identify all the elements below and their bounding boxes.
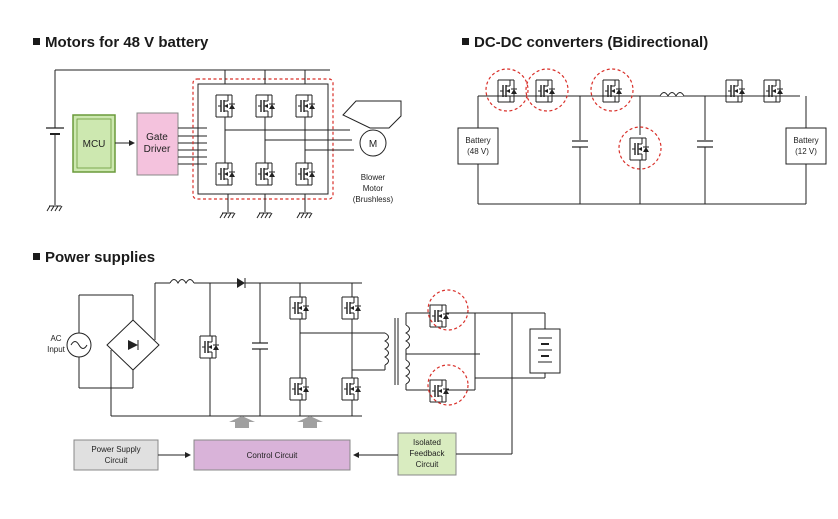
svg-text:Motors for 48 V battery: Motors for 48 V battery xyxy=(45,34,209,51)
svg-text:Circuit: Circuit xyxy=(105,456,128,465)
dcdc-diagram: Battery (48 V) Battery (12 V) xyxy=(457,68,827,205)
control-circuit-box xyxy=(193,439,351,471)
svg-text:Isolated: Isolated xyxy=(413,438,441,447)
svg-text:Control Circuit: Control Circuit xyxy=(247,451,298,460)
dcdc-heading: DC-DC converters (Bidirectional) xyxy=(462,34,708,51)
gate-driver-label-1: Gate xyxy=(146,132,168,143)
svg-text:Battery: Battery xyxy=(465,136,490,145)
motors-diagram: MCU Gate Driver xyxy=(46,69,402,219)
svg-text:(12 V): (12 V) xyxy=(795,147,817,156)
gate-driver-label-2: Driver xyxy=(144,144,171,155)
power-diagram: AC Input xyxy=(47,278,561,476)
battery-48v-box xyxy=(457,127,499,165)
svg-text:DC-DC converters (Bidirectiona: DC-DC converters (Bidirectional) xyxy=(474,34,708,51)
ac-input-label-2: Input xyxy=(47,345,66,354)
svg-text:Battery: Battery xyxy=(793,136,818,145)
svg-text:Circuit: Circuit xyxy=(416,460,439,469)
blower-label-3: (Brushless) xyxy=(353,195,394,204)
motor-symbol: M xyxy=(369,139,377,150)
svg-text:Power Supply: Power Supply xyxy=(91,445,140,454)
svg-text:Power supplies: Power supplies xyxy=(45,249,155,266)
mcu-label: MCU xyxy=(83,139,106,150)
blower-label-2: Motor xyxy=(363,184,384,193)
power-supply-circuit-box xyxy=(73,439,159,471)
isolated-feedback-box xyxy=(397,432,457,476)
svg-text:(48 V): (48 V) xyxy=(467,147,489,156)
power-heading: Power supplies xyxy=(33,249,155,266)
battery-12v-box xyxy=(785,127,827,165)
gate-driver-box xyxy=(136,112,179,176)
ac-input-label-1: AC xyxy=(50,334,61,343)
blower-label-1: Blower xyxy=(361,173,386,182)
motors-heading: Motors for 48 V battery xyxy=(33,34,209,51)
svg-text:Feedback: Feedback xyxy=(409,449,445,458)
